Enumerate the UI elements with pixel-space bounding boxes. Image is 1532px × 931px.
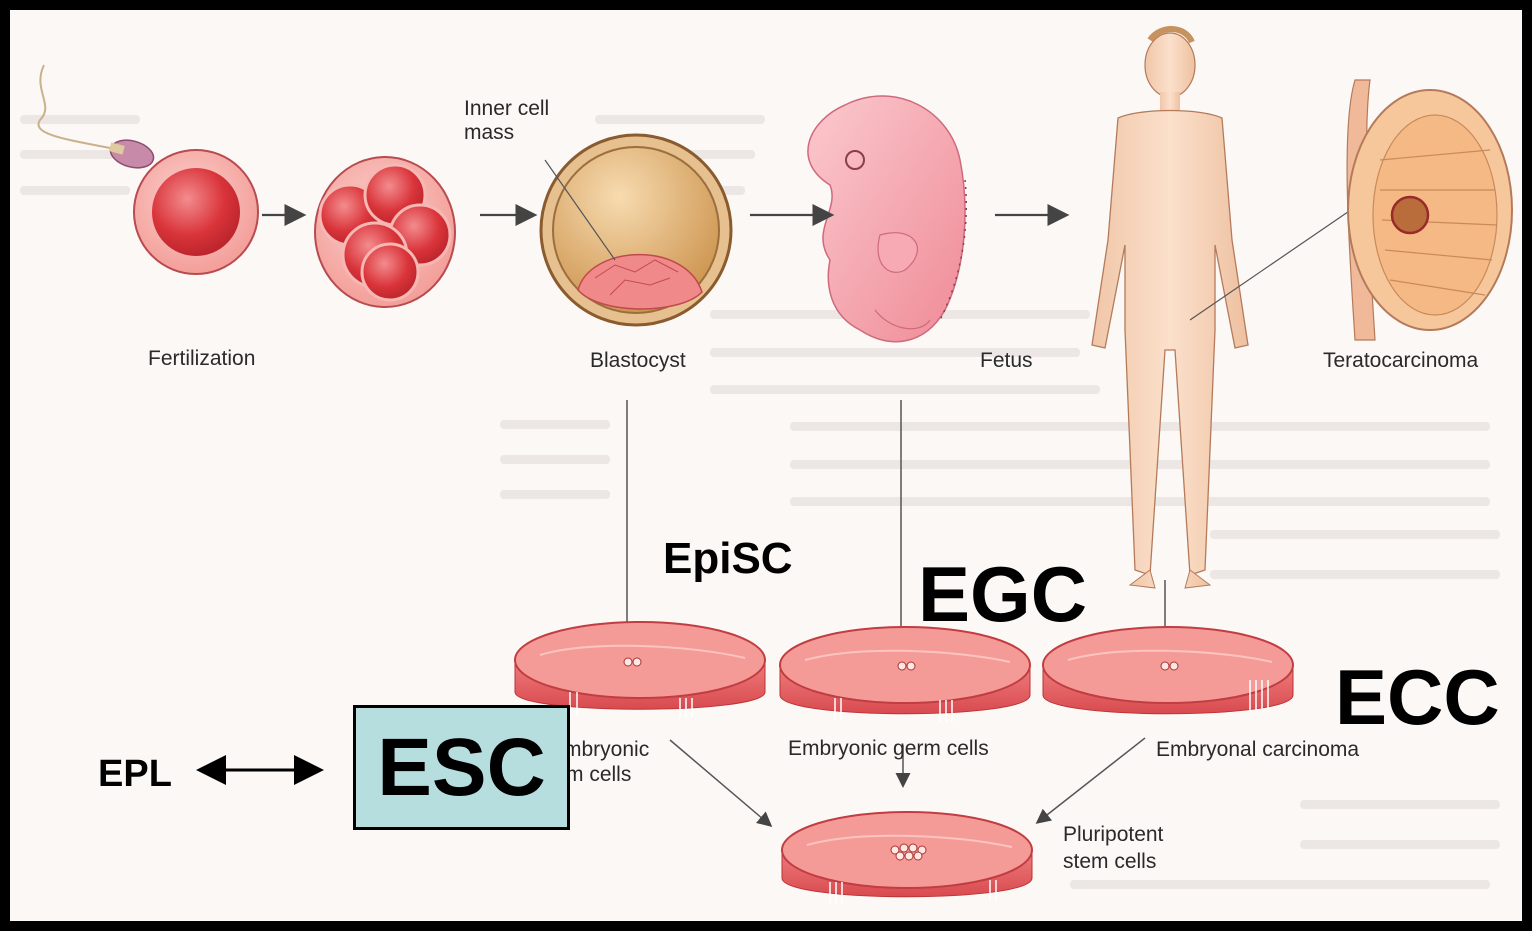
teratocarcinoma-icon xyxy=(1347,80,1512,340)
label-fertilization: Fertilization xyxy=(148,346,255,371)
label-embryonic-stem-cells-line2: m cells xyxy=(566,762,631,787)
label-ecc: ECC xyxy=(1335,658,1500,736)
label-teratocarcinoma: Teratocarcinoma xyxy=(1323,348,1478,373)
human-figure-icon xyxy=(1092,29,1380,588)
esc-highlight-box: ESC xyxy=(353,705,570,830)
label-pluripotent-line2: stem cells xyxy=(1063,849,1156,874)
label-embryonic-stem-cells-line1: mbryonic xyxy=(564,737,649,762)
dish-embryonic-germ-cells xyxy=(780,627,1030,722)
dish-embryonal-carcinoma xyxy=(1043,627,1293,714)
label-inner-cell-mass-line2: mass xyxy=(464,120,514,145)
diagram-frame: Fertilization Inner cell mass Blastocyst… xyxy=(10,10,1522,921)
label-embryonic-germ-cells: Embryonic germ cells xyxy=(788,736,989,761)
blastocyst-icon xyxy=(541,135,731,325)
morula-icon xyxy=(315,157,455,307)
label-fetus: Fetus xyxy=(980,348,1033,373)
fertilized-egg-icon xyxy=(134,150,258,274)
label-epl: EPL xyxy=(98,755,172,793)
label-esc: ESC xyxy=(377,727,546,809)
label-blastocyst: Blastocyst xyxy=(590,348,686,373)
embryo-icon xyxy=(808,96,966,342)
label-inner-cell-mass-line1: Inner cell xyxy=(464,96,549,121)
label-pluripotent-line1: Pluripotent xyxy=(1063,822,1163,847)
label-embryonal-carcinoma: Embryonal carcinoma xyxy=(1156,737,1359,762)
label-episc: EpiSC xyxy=(663,537,793,581)
dish-embryonic-stem-cells xyxy=(515,622,765,718)
label-egc: EGC xyxy=(918,555,1087,633)
diagram-illustration xyxy=(10,10,1522,921)
sperm-icon xyxy=(38,65,156,172)
dish-pluripotent-stem-cells xyxy=(782,812,1032,904)
